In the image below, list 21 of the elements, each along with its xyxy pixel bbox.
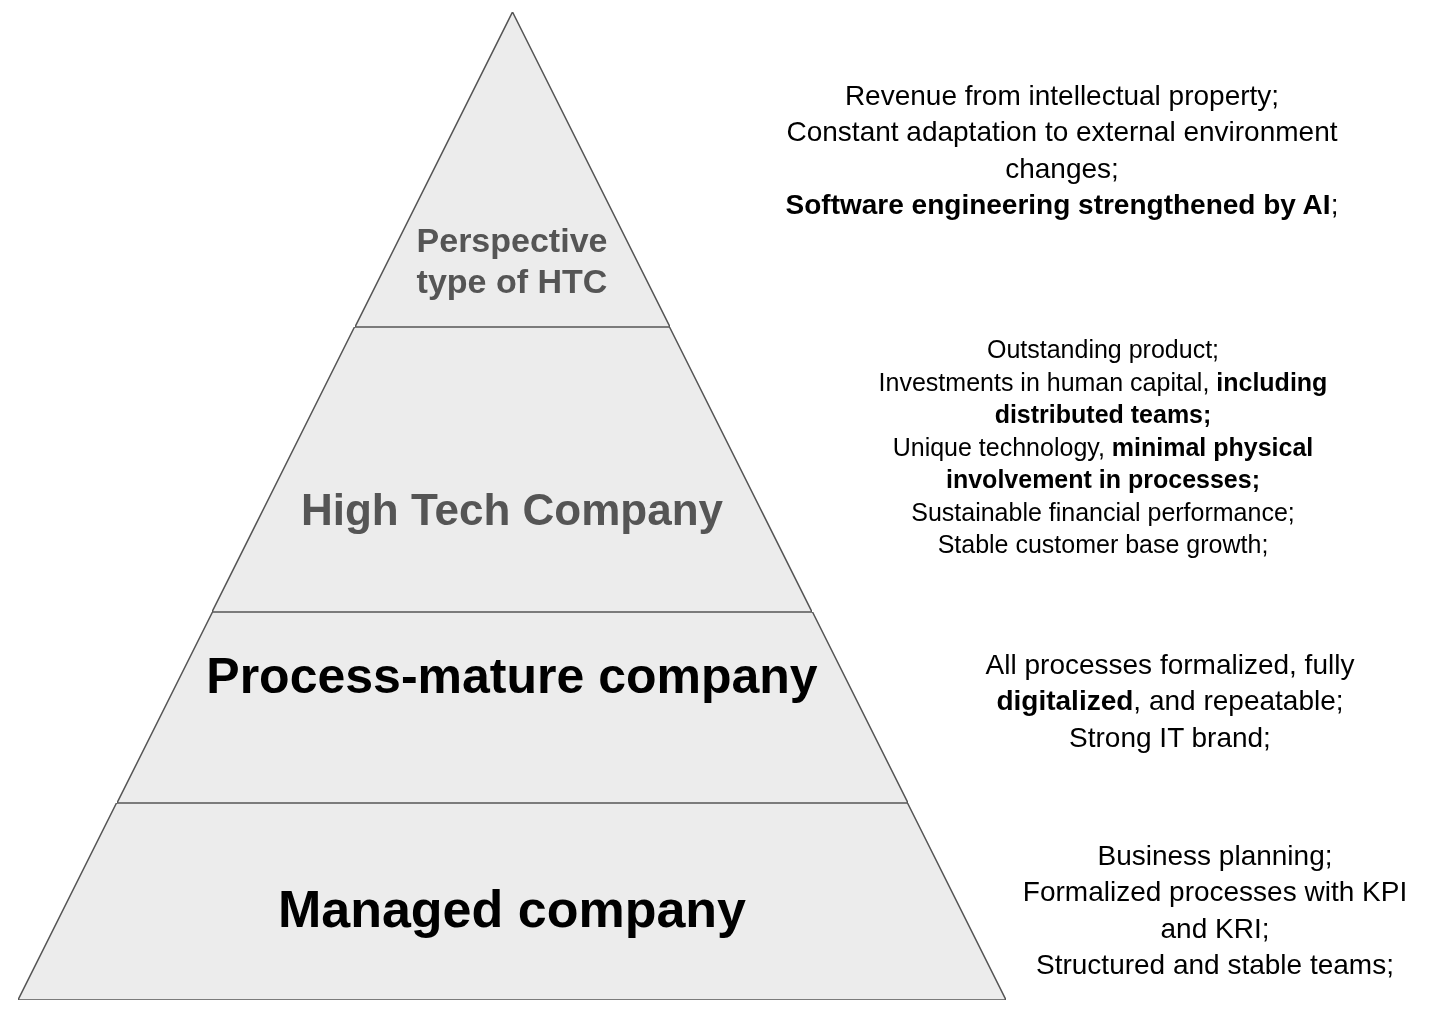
description-text: Unique technology, minimal physical involvement in processes; bbox=[892, 432, 1314, 493]
description-text: Structured and stable teams; bbox=[1036, 949, 1394, 981]
description-text: Strong IT brand; bbox=[1069, 721, 1271, 753]
pyramid-level bbox=[116, 612, 908, 803]
description-text: Stable customer base growth; bbox=[937, 530, 1269, 558]
pyramid-level bbox=[354, 12, 670, 327]
description-text: Formalized processes with KPI and KRI; bbox=[1022, 876, 1408, 944]
level-title: High Tech Company bbox=[300, 484, 724, 534]
pyramid-level bbox=[212, 327, 812, 612]
pyramid-level bbox=[18, 803, 1006, 1000]
level-title: Perspective type of HTC bbox=[416, 220, 608, 300]
level-title: Process-mature company bbox=[206, 648, 818, 705]
description-text: Investments in human capital, including distributed teams; bbox=[878, 367, 1328, 428]
description-text: Constant adaptation to external environment changes; bbox=[786, 116, 1338, 184]
description-text: Sustainable financial performance; bbox=[911, 497, 1295, 526]
description-text: Software engineering strengthened by AI; bbox=[785, 189, 1339, 221]
description-text: Revenue from intellectual property; bbox=[844, 80, 1280, 111]
description-text: All processes formalized, fully digitalized, and repeatable; bbox=[985, 649, 1355, 717]
level-title: Managed company bbox=[277, 879, 747, 938]
description-text: Business planning; bbox=[1097, 840, 1333, 871]
description-text: Outstanding product; bbox=[986, 335, 1220, 363]
